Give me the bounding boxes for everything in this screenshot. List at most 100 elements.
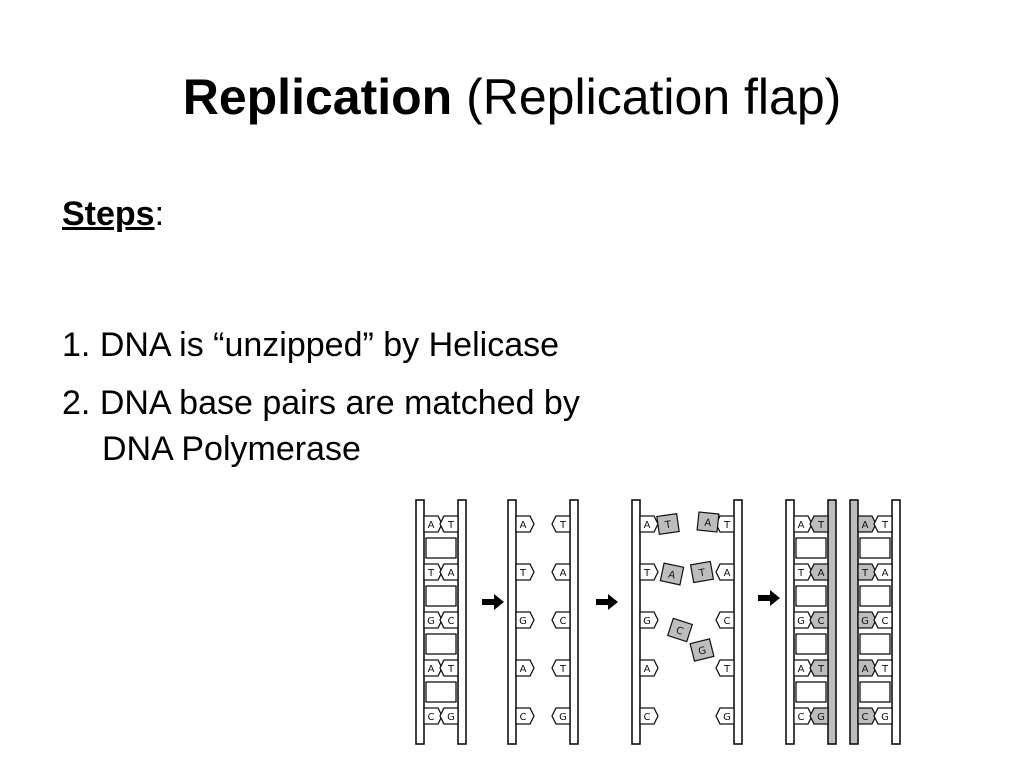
base-letter: A (704, 518, 712, 530)
nucleotide (793, 515, 813, 533)
base-letter: A (560, 568, 567, 579)
nucleotide (439, 659, 459, 677)
base-letter: T (663, 519, 672, 531)
nucleotide (515, 707, 535, 725)
strand-rail (785, 499, 795, 745)
base-letter: T (881, 664, 889, 675)
step-text: DNA is “unzipped” by Helicase (99, 326, 560, 364)
nucleotide (439, 515, 459, 533)
free-nucleotide-body (656, 513, 680, 535)
nucleotide (551, 515, 571, 533)
rung-box (795, 585, 827, 607)
nucleotide (857, 515, 877, 533)
nucleotide (793, 707, 813, 725)
step-number: 1. (62, 326, 91, 364)
nucleotide (809, 515, 829, 533)
base-letter: T (519, 568, 527, 579)
strand-rail (733, 499, 743, 745)
base-letter: T (797, 568, 805, 579)
base-letter: A (448, 568, 455, 579)
nucleotide (639, 707, 659, 725)
strand-rail (569, 499, 579, 745)
step-text-continued: DNA Polymerase (102, 430, 361, 468)
rung-box (795, 633, 827, 655)
free-nucleotide-body (689, 638, 715, 662)
nucleotide (423, 707, 443, 725)
base-letter: T (643, 568, 651, 579)
nucleotide (873, 707, 893, 725)
base-letter: G (881, 712, 889, 723)
slide-title: Replication (Replication flap) (0, 62, 1024, 132)
strand-rail (849, 499, 859, 745)
base-letter: T (559, 664, 567, 675)
nucleotide (715, 707, 735, 725)
rung-box (859, 681, 891, 703)
nucleotide (551, 659, 571, 677)
nucleotide (715, 611, 735, 629)
base-letter: A (428, 664, 435, 675)
nucleotide (793, 659, 813, 677)
nucleotide (639, 515, 659, 533)
nucleotide (515, 515, 535, 533)
nucleotide (873, 515, 893, 533)
base-letter: C (724, 616, 731, 627)
nucleotide (793, 611, 813, 629)
arrow-icon (482, 594, 504, 610)
base-letter: A (644, 520, 651, 531)
nucleotide (423, 515, 443, 533)
base-letter: T (817, 664, 825, 675)
base-letter: G (797, 616, 805, 627)
base-letter: C (448, 616, 455, 627)
base-letter: A (862, 520, 869, 531)
base-letter: G (559, 712, 567, 723)
base-letter: C (818, 616, 825, 627)
nucleotide (439, 611, 459, 629)
nucleotide (809, 563, 829, 581)
base-letter: C (428, 712, 435, 723)
rung-box (425, 633, 457, 655)
nucleotide (873, 659, 893, 677)
free-nucleotide: T (689, 560, 715, 584)
nucleotide (873, 563, 893, 581)
base-letter: C (882, 616, 889, 627)
base-letter: T (881, 520, 889, 531)
rung-box (859, 585, 891, 607)
rung-box (859, 537, 891, 559)
rung-box (425, 585, 457, 607)
base-letter: T (861, 568, 869, 579)
base-letter: A (428, 520, 435, 531)
step-item-1: 1. DNA is “unzipped” by Helicase (62, 322, 702, 368)
free-nucleotide-body (666, 617, 694, 643)
nucleotide (809, 611, 829, 629)
strand-rail (827, 499, 837, 745)
base-letter: T (723, 520, 731, 531)
base-letter: T (427, 568, 435, 579)
nucleotide (639, 659, 659, 677)
base-letter: G (697, 645, 707, 658)
arrow-icon (596, 594, 618, 610)
base-letter: A (520, 664, 527, 675)
base-letter: T (697, 567, 707, 579)
base-letter: T (723, 664, 731, 675)
nucleotide (857, 563, 877, 581)
base-letter: G (427, 616, 435, 627)
nucleotide (551, 611, 571, 629)
free-nucleotide: G (689, 638, 715, 662)
base-letter: A (882, 568, 889, 579)
base-letter: T (817, 520, 825, 531)
step-number: 2. (62, 384, 91, 422)
nucleotide (439, 563, 459, 581)
steps-list: 1. DNA is “unzipped” by Helicase 2. DNA … (62, 322, 702, 484)
nucleotide (639, 563, 659, 581)
step-text: DNA base pairs are matched by (99, 384, 580, 422)
title-bold: Replication (182, 69, 453, 125)
nucleotide (551, 707, 571, 725)
nucleotide (639, 611, 659, 629)
base-letter: A (667, 569, 676, 581)
steps-heading: Steps: (62, 192, 164, 236)
base-letter: A (798, 520, 805, 531)
steps-label: Steps (62, 195, 155, 233)
title-subtitle: (Replication flap) (466, 69, 842, 125)
